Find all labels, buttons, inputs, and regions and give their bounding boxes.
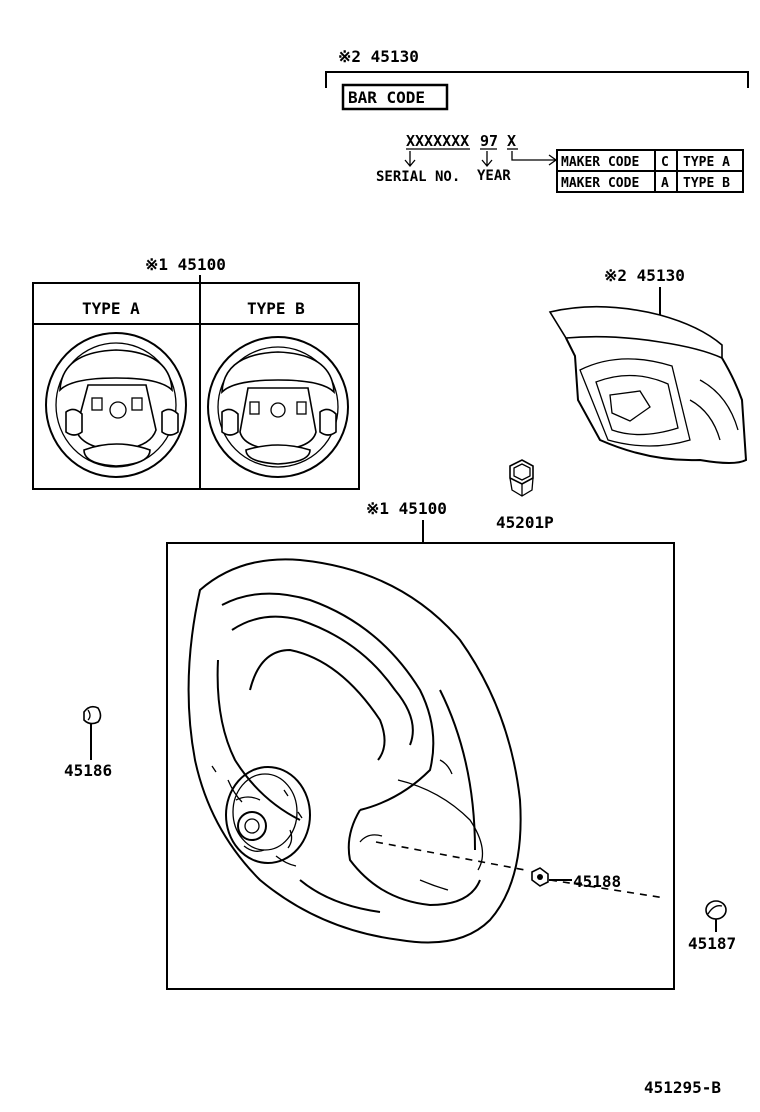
serial-code: XXXXXXX bbox=[406, 132, 469, 150]
type-a-header: TYPE A bbox=[82, 299, 140, 318]
steering-wheel-illustration bbox=[187, 558, 522, 944]
figure-id: 451295-B bbox=[644, 1078, 721, 1097]
airbag-pad-illustration bbox=[548, 305, 748, 464]
barcode-title-box bbox=[341, 83, 449, 111]
type-b-wheel-illustration bbox=[207, 336, 349, 478]
maker-code-row-1: MAKER CODE bbox=[561, 155, 639, 170]
clip-45186-illustration bbox=[83, 705, 102, 725]
screw-45188-illustration bbox=[531, 867, 549, 887]
part-45188-label: 45188 bbox=[573, 872, 621, 891]
maker-code-row-2: MAKER CODE bbox=[561, 176, 639, 191]
dash-leader-45188 bbox=[375, 841, 526, 871]
wheel-label: ※1 45100 bbox=[366, 499, 447, 518]
barcode-title: BAR CODE bbox=[348, 88, 425, 107]
type-b-header: TYPE B bbox=[247, 299, 305, 318]
part-45186-label: 45186 bbox=[64, 761, 112, 780]
part-45187-label: 45187 bbox=[688, 934, 736, 953]
dash-leader-45187 bbox=[549, 879, 666, 899]
type-a-wheel-illustration bbox=[45, 332, 187, 478]
maker-code-letter: X bbox=[507, 132, 516, 150]
serial-arrow bbox=[404, 151, 416, 168]
maker-arrow bbox=[511, 151, 558, 166]
maker-code-letter-row-2: A bbox=[661, 176, 669, 191]
maker-code-letter-row-1: C bbox=[661, 155, 669, 170]
year-arrow bbox=[481, 151, 493, 168]
maker-code-type-row-1: TYPE A bbox=[683, 155, 730, 170]
maker-code-table: MAKER CODE C TYPE A MAKER CODE A TYPE B bbox=[556, 149, 744, 193]
types-box-label: ※1 45100 bbox=[145, 255, 226, 274]
pad-label: ※2 45130 bbox=[604, 266, 685, 285]
cap-45187-illustration bbox=[705, 900, 727, 920]
barcode-top-label: ※2 45130 bbox=[338, 47, 419, 66]
types-box-frame bbox=[32, 282, 360, 490]
wheel-frame bbox=[166, 542, 675, 990]
year-caption: YEAR bbox=[477, 168, 511, 184]
nut-illustration bbox=[509, 459, 534, 497]
barcode-bracket bbox=[325, 71, 749, 88]
nut-label: 45201P bbox=[496, 513, 554, 532]
serial-caption: SERIAL NO. bbox=[376, 169, 460, 185]
year-code: 97 bbox=[480, 132, 498, 150]
maker-code-type-row-2: TYPE B bbox=[683, 176, 730, 191]
